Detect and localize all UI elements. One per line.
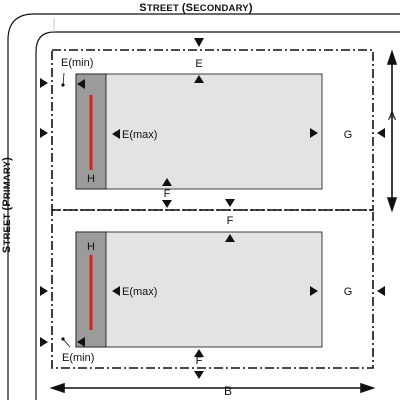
street-primary-label: STREET (PRIMARY): [1, 157, 13, 253]
arrow-F-top-up: [162, 178, 172, 186]
arrowhead-B-right: [360, 382, 376, 394]
emin-leaders: [61, 72, 71, 348]
arrowhead-B-left: [49, 382, 65, 394]
building-bottom-body: [75, 231, 323, 348]
arrow-Emin-right-top: [40, 78, 48, 88]
building-top-body: [75, 73, 323, 190]
label-F-bottom: F: [196, 355, 203, 367]
label-Emax-top: E(max): [122, 129, 157, 141]
label-H-top: H: [87, 173, 95, 185]
arrow-F-right-up: [225, 234, 235, 242]
arrow-Emax-top: [112, 129, 120, 139]
label-B: B: [224, 384, 232, 398]
lot-boundaries: [51, 49, 374, 369]
label-A: A: [388, 109, 396, 123]
arrow-left-lot-top: [40, 128, 48, 138]
street-curb-lines: [7, 13, 400, 400]
emin-leader-top: [62, 72, 65, 86]
label-Emin-top: E(min): [61, 57, 93, 69]
arrowhead-A-top: [386, 49, 398, 65]
label-Emax-bottom: E(max): [122, 286, 157, 298]
street-secondary-label: STREET (SECONDARY): [139, 2, 253, 14]
label-G-bottom: G: [344, 286, 353, 298]
label-Emin-bottom: E(min): [62, 352, 94, 364]
secondary-street-inner-curb: [35, 31, 400, 400]
dimension-lines: [49, 49, 398, 394]
arrow-Emin-left-top: [77, 79, 85, 89]
arrow-G-top-out: [377, 128, 385, 138]
arrow-E-top-up: [194, 75, 204, 83]
label-E-top: E: [195, 58, 202, 70]
arrow-F-bottom-down: [194, 371, 204, 379]
secondary-street-outer-curb: [7, 13, 400, 400]
arrow-Emin-right-bottom: [40, 337, 48, 347]
emin-leader-bottom: [62, 338, 71, 348]
arrowhead-A-bottom: [386, 197, 398, 213]
label-F-top-right: F: [227, 215, 234, 227]
arrow-Emin-left-bottom: [77, 337, 85, 347]
arrow-G-bottom-out: [377, 286, 385, 296]
label-F-top-left: F: [164, 188, 171, 200]
arrow-F-right-down: [225, 199, 235, 207]
arrow-F-top-down: [162, 200, 172, 208]
lot-bottom-boundary: [51, 209, 374, 369]
building-bottom: [75, 231, 323, 348]
arrow-Emax-bottom: [112, 286, 120, 296]
arrow-secondary-down: [194, 38, 204, 47]
arrow-F-bottom-up: [194, 349, 204, 357]
setback-arrowheads: [40, 38, 385, 379]
arrow-G-top-in: [310, 128, 318, 138]
label-G-top: G: [344, 129, 353, 141]
arrow-left-lot-bottom: [40, 286, 48, 296]
label-H-bottom: H: [87, 241, 95, 253]
arrow-G-bottom-in: [310, 286, 318, 296]
building-top: [75, 73, 323, 190]
